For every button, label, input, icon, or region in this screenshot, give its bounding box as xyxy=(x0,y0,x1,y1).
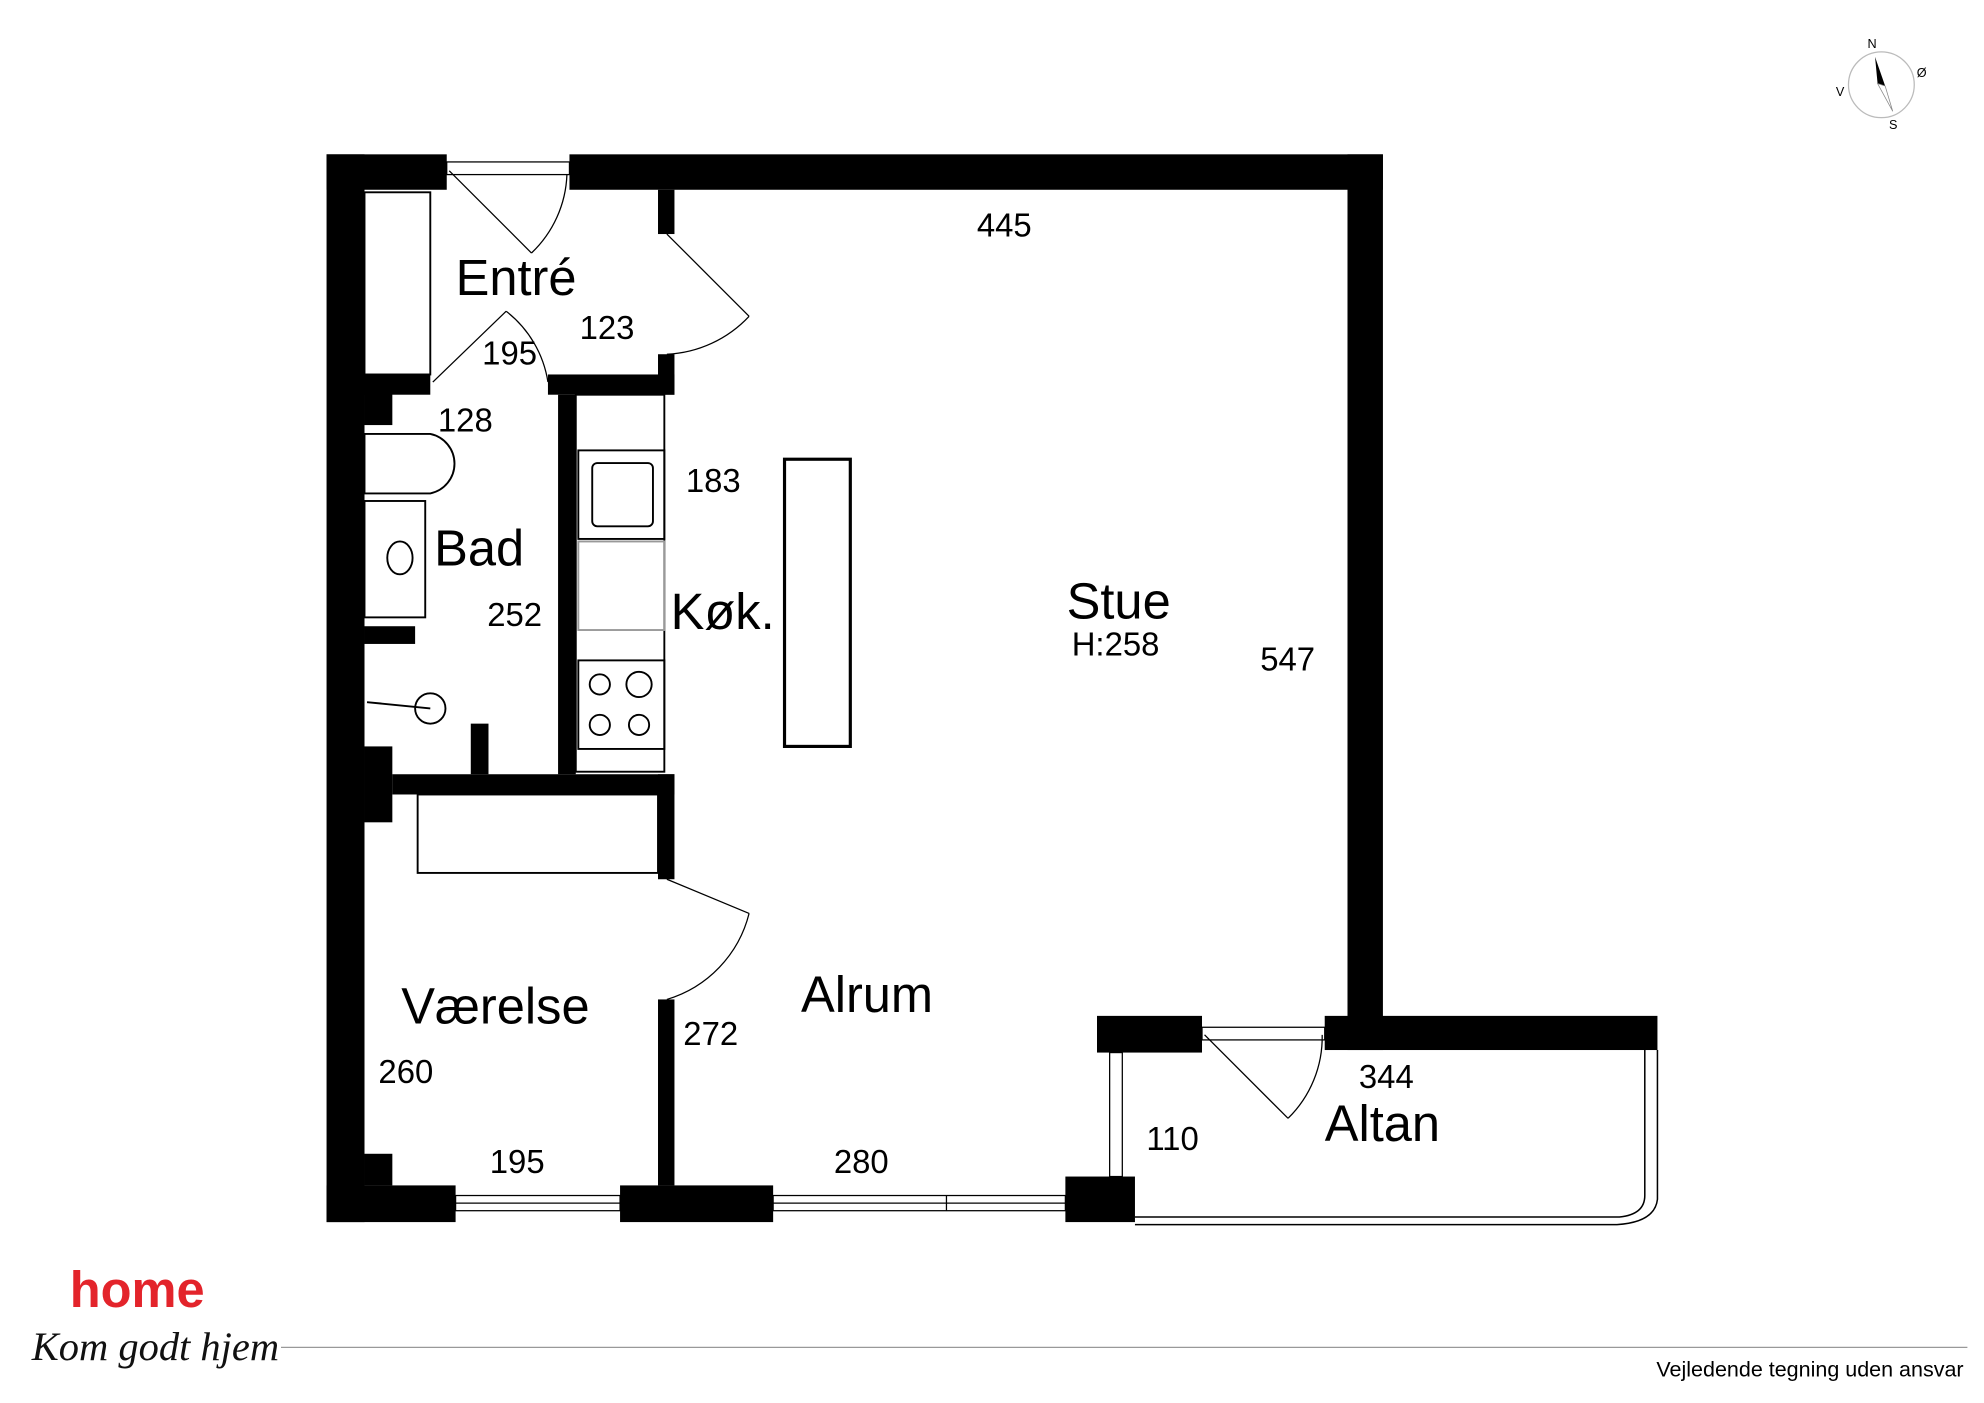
compass-n: N xyxy=(1867,37,1876,51)
logo-tagline: Kom godt hjem xyxy=(31,1324,279,1369)
dim-stue-1: 445 xyxy=(977,207,1032,244)
dim-vaerelse-2: 195 xyxy=(490,1143,545,1180)
dim-kok-1: 183 xyxy=(686,462,741,499)
dim-entre-1: 123 xyxy=(580,309,635,346)
dim-entre-2: 195 xyxy=(482,334,537,371)
dim-alrum-2: 280 xyxy=(834,1143,889,1180)
room-vaerelse: Værelse xyxy=(401,977,589,1034)
stue-height: H:258 xyxy=(1072,625,1160,662)
room-stue: Stue xyxy=(1067,573,1171,630)
compass-s: S xyxy=(1889,118,1897,132)
dim-alrum-1: 272 xyxy=(683,1015,738,1052)
footer-disclaimer: Vejledende tegning uden ansvar xyxy=(1656,1357,1963,1381)
room-alrum: Alrum xyxy=(801,966,933,1023)
room-altan: Altan xyxy=(1325,1095,1440,1152)
dim-bad-1: 128 xyxy=(438,401,493,438)
compass-w: V xyxy=(1836,85,1845,99)
dim-altan-2: 110 xyxy=(1146,1120,1198,1157)
dim-bad-2: 252 xyxy=(487,596,542,633)
walls xyxy=(326,154,1658,1223)
dim-stue-2: 547 xyxy=(1260,641,1315,678)
room-kok: Køk. xyxy=(671,583,775,640)
dim-vaerelse-1: 260 xyxy=(378,1053,433,1090)
room-labels: Entré 123 195 Bad 128 252 Køk. 183 Stue … xyxy=(378,207,1440,1180)
compass-e: Ø xyxy=(1917,66,1927,80)
room-entre: Entré xyxy=(456,249,577,306)
logo: home Kom godt hjem xyxy=(31,1261,279,1369)
compass-icon: N Ø S V xyxy=(1836,37,1927,132)
room-bad: Bad xyxy=(434,520,524,577)
fixtures xyxy=(363,161,1659,1226)
logo-brand: home xyxy=(70,1261,205,1318)
dim-altan-1: 344 xyxy=(1359,1058,1414,1095)
